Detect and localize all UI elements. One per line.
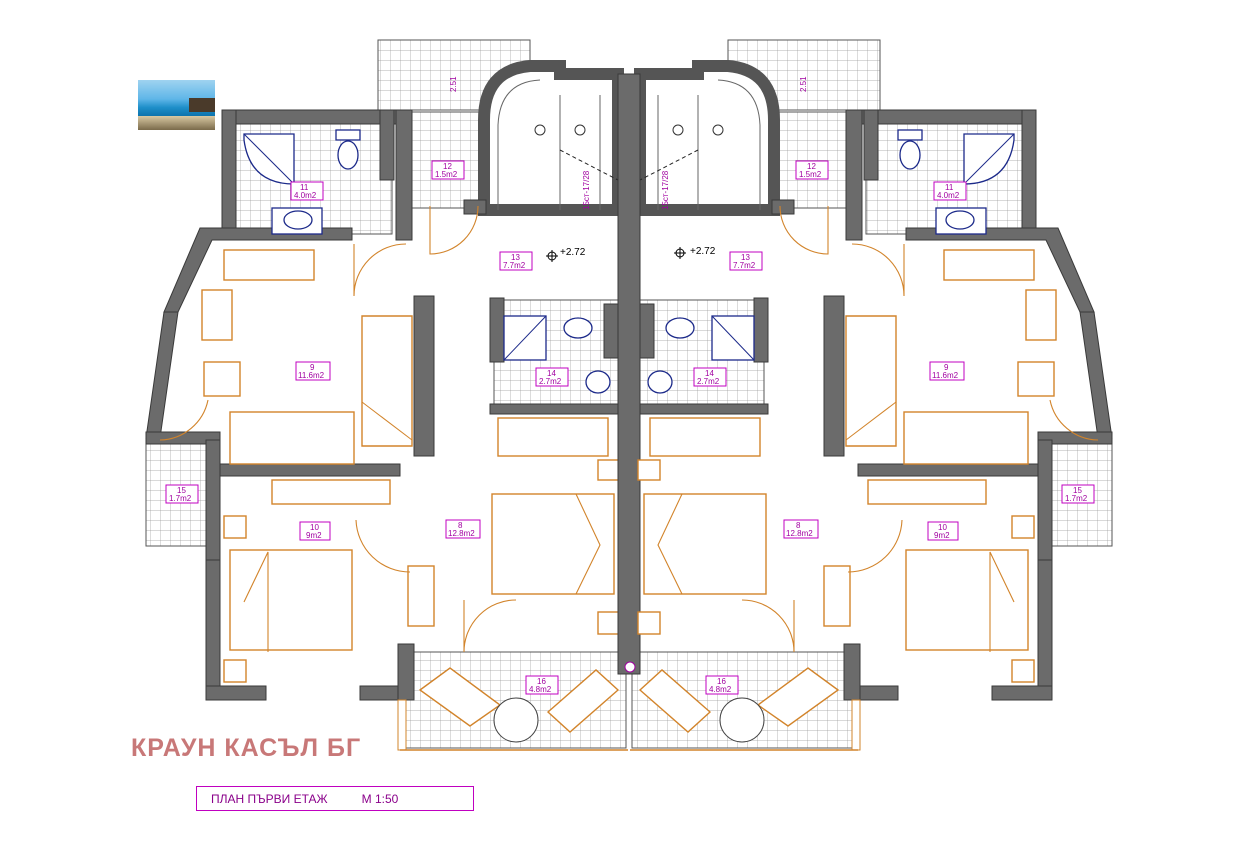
room-label-16-right: 164.8m2 [705, 675, 739, 695]
room-label-15-right: 151.7m2 [1061, 484, 1095, 504]
svg-text:11: 11 [300, 183, 309, 192]
svg-text:14: 14 [705, 369, 714, 378]
svg-text:9m2: 9m2 [306, 531, 322, 540]
svg-text:15: 15 [177, 486, 186, 495]
svg-text:9m2: 9m2 [934, 531, 950, 540]
room-label-9-left: 911.6m2 [295, 361, 331, 381]
svg-text:11: 11 [945, 183, 954, 192]
svg-text:13: 13 [511, 253, 520, 262]
room-label-15-left: 151.7m2 [165, 484, 199, 504]
svg-text:4.8m2: 4.8m2 [529, 685, 552, 694]
svg-text:8: 8 [458, 521, 463, 530]
svg-text:10: 10 [310, 523, 319, 532]
level-marker-right: +2.72 [674, 246, 716, 259]
room-label-12-left: 121.5m2 [431, 160, 465, 180]
photo-roof [189, 98, 215, 112]
plan-title-box: ПЛАН ПЪРВИ ЕТАЖ М 1:50 [196, 786, 474, 811]
svg-text:4.0m2: 4.0m2 [937, 191, 960, 200]
svg-text:16: 16 [537, 677, 546, 686]
room-label-8-left: 812.8m2 [445, 519, 481, 539]
svg-text:14: 14 [547, 369, 556, 378]
svg-text:9: 9 [310, 363, 315, 372]
room-label-12-right: 121.5m2 [795, 160, 829, 180]
room-label-9-right: 911.6m2 [929, 361, 965, 381]
apartment-left [146, 40, 640, 750]
stairs-note-right: 15ст-17/28 [661, 170, 670, 210]
svg-text:15: 15 [1073, 486, 1082, 495]
svg-text:7.7m2: 7.7m2 [503, 261, 526, 270]
brand-name: КРАУН КАСЪЛ БГ [131, 734, 362, 762]
balcony-dim-left: 2.51 [449, 76, 458, 92]
svg-text:7.7m2: 7.7m2 [733, 261, 756, 270]
svg-text:1.7m2: 1.7m2 [1065, 494, 1088, 503]
room-label-11-right: 114.0m2 [933, 181, 967, 201]
svg-text:1.5m2: 1.5m2 [435, 170, 458, 179]
level-label: +2.72 [560, 247, 586, 258]
svg-text:11.6m2: 11.6m2 [298, 371, 325, 380]
svg-text:2.7m2: 2.7m2 [697, 377, 720, 386]
svg-text:12: 12 [807, 162, 816, 171]
svg-text:10: 10 [938, 523, 947, 532]
room-label-11-left: 114.0m2 [290, 181, 324, 201]
room-label-13-right: 137.7m2 [729, 251, 763, 271]
svg-text:12.8m2: 12.8m2 [786, 529, 813, 538]
svg-text:2.7m2: 2.7m2 [539, 377, 562, 386]
thumbnail-photo [138, 80, 215, 130]
svg-text:12.8m2: 12.8m2 [448, 529, 475, 538]
level-label: +2.72 [690, 246, 716, 257]
room-label-13-left: 137.7m2 [499, 251, 533, 271]
svg-text:13: 13 [741, 253, 750, 262]
svg-text:12: 12 [443, 162, 452, 171]
stairs-note-left: 15ст-17/28 [582, 170, 591, 210]
svg-text:4.8m2: 4.8m2 [709, 685, 732, 694]
room-label-14-left: 142.7m2 [535, 367, 569, 387]
svg-text:9: 9 [944, 363, 949, 372]
photo-shore [138, 116, 215, 130]
balcony-dim-right: 2.51 [799, 76, 808, 92]
svg-text:1.7m2: 1.7m2 [169, 494, 192, 503]
svg-text:16: 16 [717, 677, 726, 686]
svg-text:1.5m2: 1.5m2 [799, 170, 822, 179]
level-marker-left: +2.72 [546, 247, 586, 262]
room-label-8-right: 812.8m2 [783, 519, 819, 539]
room-label-14-right: 142.7m2 [693, 367, 727, 387]
room-label-16-left: 164.8m2 [525, 675, 559, 695]
plan-scale: М 1:50 [361, 791, 399, 806]
axis-marker [624, 661, 636, 673]
svg-text:8: 8 [796, 521, 801, 530]
apartment-right [618, 40, 1112, 750]
plan-title: ПЛАН ПЪРВИ ЕТАЖ [211, 791, 328, 806]
svg-text:4.0m2: 4.0m2 [294, 191, 317, 200]
svg-text:11.6m2: 11.6m2 [932, 371, 959, 380]
